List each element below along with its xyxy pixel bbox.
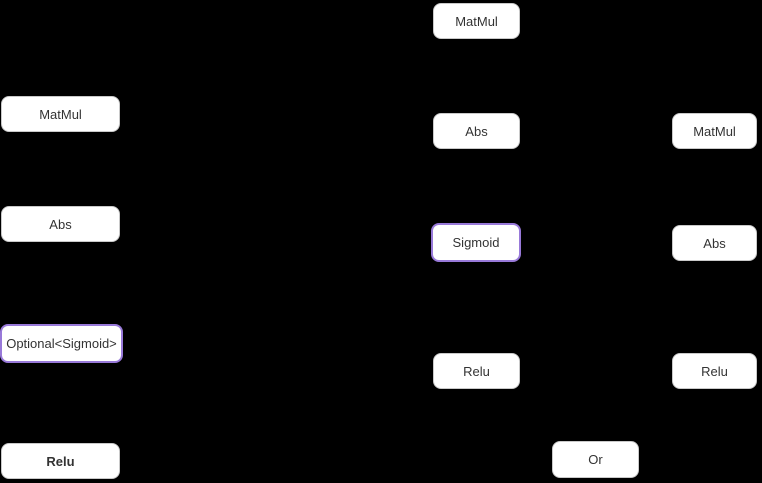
- node-mid-sigmoid-label: Sigmoid: [452, 235, 500, 250]
- node-mid-matmul: MatMul: [433, 3, 520, 39]
- node-right-relu-label: Relu: [701, 363, 728, 379]
- node-mid-matmul-label: MatMul: [455, 13, 498, 29]
- node-mid-relu: Relu: [433, 353, 520, 389]
- node-mid-abs-label: Abs: [465, 123, 488, 139]
- node-or-label: Or: [588, 452, 603, 467]
- node-left-relu-label: Relu: [46, 453, 75, 469]
- node-right-matmul: MatMul: [672, 113, 757, 149]
- node-left-optional-sigmoid-label: Optional<Sigmoid>: [6, 336, 117, 351]
- node-right-abs: Abs: [672, 225, 757, 261]
- node-right-matmul-label: MatMul: [693, 123, 736, 139]
- node-left-matmul: MatMul: [1, 96, 120, 132]
- node-right-relu: Relu: [672, 353, 757, 389]
- node-left-abs-label: Abs: [49, 216, 72, 232]
- node-left-abs: Abs: [1, 206, 120, 242]
- node-left-relu: Relu: [1, 443, 120, 479]
- node-mid-abs: Abs: [433, 113, 520, 149]
- node-left-matmul-label: MatMul: [39, 106, 82, 122]
- node-or: Or: [552, 441, 639, 478]
- node-mid-sigmoid: Sigmoid: [431, 223, 521, 262]
- node-mid-relu-label: Relu: [463, 363, 490, 379]
- node-right-abs-label: Abs: [703, 235, 726, 251]
- node-left-optional-sigmoid: Optional<Sigmoid>: [0, 324, 123, 363]
